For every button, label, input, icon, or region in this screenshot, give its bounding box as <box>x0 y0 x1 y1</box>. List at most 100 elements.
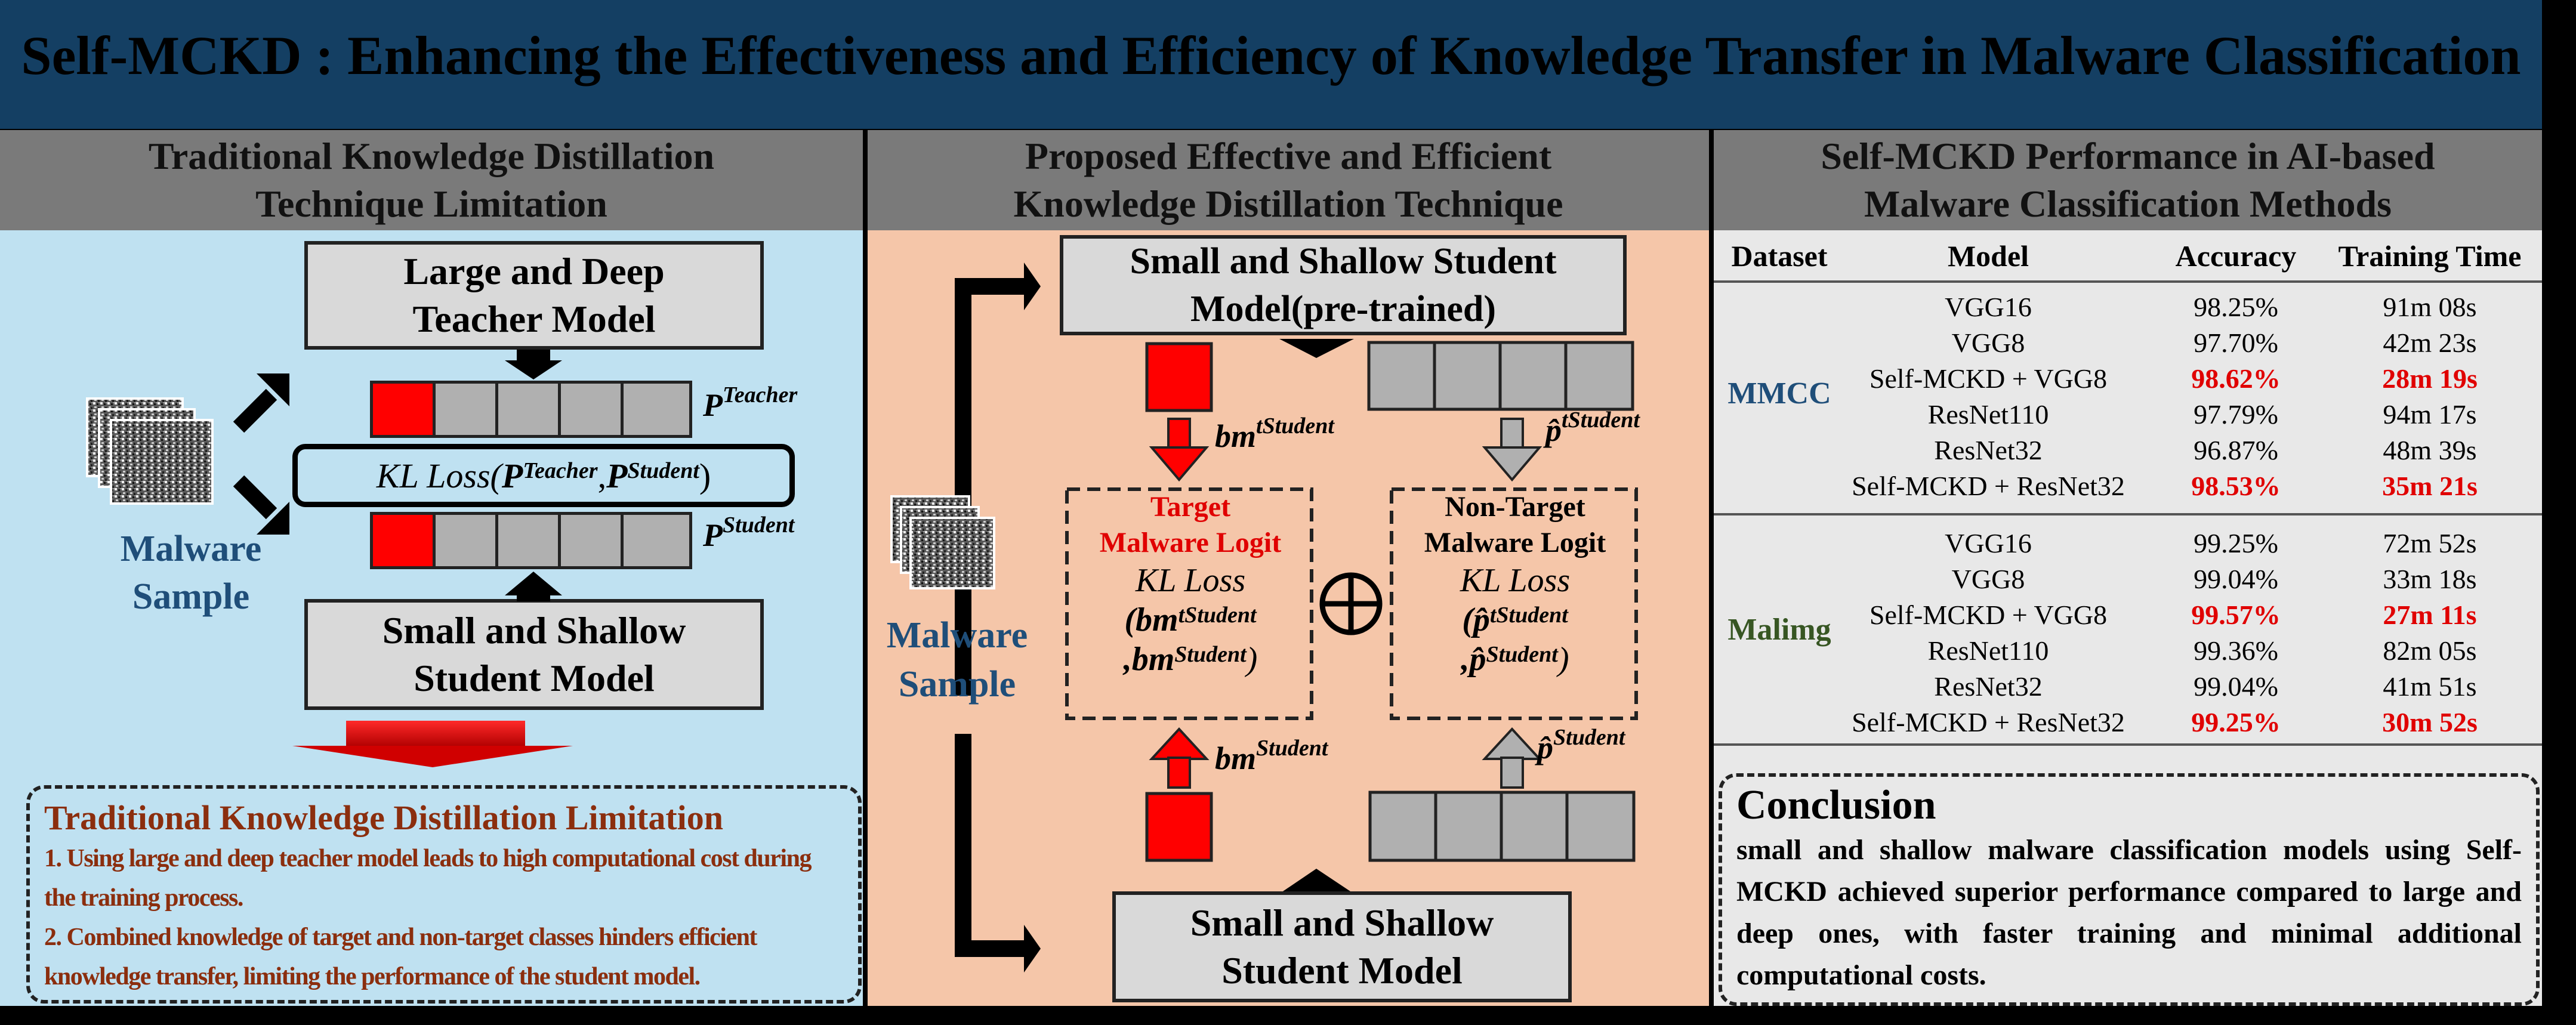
p-tstudent-label: p̂tStudent <box>1545 407 1640 448</box>
table-cell-accuracy: 99.57% <box>2191 600 2281 630</box>
arrow-icon <box>505 572 562 601</box>
p-student-label: PStudent <box>703 512 795 553</box>
limitation-title: Traditional Knowledge Distillation Limit… <box>44 798 724 837</box>
student-model-box-middle: Small and Shallow Student Model <box>1112 891 1572 1002</box>
dataset-name: MMCC <box>1727 376 1831 410</box>
nontarget-kl: KL Loss <box>1460 562 1571 599</box>
arrow-icon <box>955 734 1041 972</box>
table-cell-accuracy: 97.70% <box>2194 328 2278 358</box>
pretrained-line2: Model(pre-trained) <box>1190 289 1496 329</box>
nontarget-arg2: ,p̂Student) <box>1461 641 1569 678</box>
table-cell-accuracy: 98.62% <box>2191 363 2281 394</box>
left-panel-graphics <box>86 350 573 767</box>
nontarget-arg1: (p̂tStudent <box>1462 601 1568 638</box>
limitation-item-2: 2. Combined knowledge of target and non-… <box>44 924 757 990</box>
col-accuracy: Accuracy <box>2175 239 2297 273</box>
table-cell-model: ResNet110 <box>1927 635 2049 666</box>
arrow-icon <box>292 721 573 767</box>
middle-header: Proposed Effective and Efficient Knowled… <box>868 130 1709 230</box>
student-mid-line1: Small and Shallow <box>1190 901 1494 944</box>
table-cell-model: Self-MCKD + ResNet32 <box>1852 471 2125 501</box>
arrow-icon <box>1149 418 1210 482</box>
teacher-line1: Large and Deep <box>403 250 665 292</box>
arrow-icon <box>1482 418 1542 482</box>
malware-image-icon <box>86 397 214 505</box>
p-student-label-middle: p̂Student <box>1537 725 1625 765</box>
table-cell-model: ResNet32 <box>1934 435 2043 465</box>
middle-header-line1: Proposed Effective and Efficient <box>1025 135 1552 177</box>
table-cell-model: Self-MCKD + ResNet32 <box>1852 707 2125 737</box>
p-teacher-label: PTeacher <box>703 382 798 423</box>
table-cell-accuracy: 99.25% <box>2194 528 2278 558</box>
bm-tstudent-label: bmtStudent <box>1215 413 1334 454</box>
conclusion-box: Conclusion small and shallow malware cla… <box>1719 773 2540 1006</box>
arrow-icon <box>955 263 1041 696</box>
target-kl: KL Loss <box>1135 562 1246 599</box>
table-cell-time: 33m 18s <box>2383 564 2477 594</box>
student-mid-line2: Student Model <box>1221 949 1463 992</box>
malware-image-icon <box>890 495 995 589</box>
target-logit-box: Target Malware Logit KL Loss (bmtStudent… <box>1069 489 1312 679</box>
pretrained-student-box: Small and Shallow Student Model(pre-trai… <box>1060 235 1627 335</box>
table-cell-time: 41m 51s <box>2383 671 2477 702</box>
student-left-line1: Small and Shallow <box>382 609 686 652</box>
plus-circle-icon <box>1319 572 1383 635</box>
target-arg1: (bmtStudent <box>1124 601 1257 638</box>
teacher-model-box: Large and Deep Teacher Model <box>304 241 764 350</box>
nontarget-logit-box: Non-Target Malware Logit KL Loss (p̂tStu… <box>1394 489 1636 679</box>
left-header-line1: Traditional Knowledge Distillation <box>148 135 715 177</box>
malware-sample-label-left: Malware Sample <box>120 529 262 617</box>
limitation-box: Traditional Knowledge Distillation Limit… <box>26 785 862 1004</box>
table-cell-model: ResNet110 <box>1927 399 2049 430</box>
middle-header-line2: Knowledge Distillation Technique <box>1013 183 1563 225</box>
table-cell-time: 48m 39s <box>2383 435 2477 465</box>
dataset-name: Malimg <box>1727 613 1831 647</box>
arrow-icon <box>1279 339 1354 358</box>
table-cell-time: 91m 08s <box>2383 292 2477 322</box>
nontarget-line1: Non-Target <box>1445 491 1585 523</box>
right-header-line2: Malware Classification Methods <box>1864 183 2392 225</box>
table-cell-model: ResNet32 <box>1934 671 2043 702</box>
table-cell-time: 94m 17s <box>2383 399 2477 430</box>
table-cell-time: 28m 19s <box>2382 363 2478 394</box>
left-header-line2: Technique Limitation <box>255 183 607 225</box>
table-cell-accuracy: 99.36% <box>2194 635 2278 666</box>
right-header: Self-MCKD Performance in AI-based Malwar… <box>1714 130 2542 230</box>
student-left-line2: Student Model <box>414 657 655 699</box>
table-cell-time: 27m 11s <box>2383 600 2477 630</box>
right-panel-bg <box>1714 230 2542 1006</box>
conclusion-text: small and shallow malware classification… <box>1736 834 2522 991</box>
table-cell-model: Self-MCKD + VGG8 <box>1869 363 2108 394</box>
table-cell-accuracy: 96.87% <box>2194 435 2278 465</box>
performance-table: Dataset Model Accuracy Training Time MMC… <box>1714 230 2542 779</box>
table-cell-time: 35m 21s <box>2382 471 2478 501</box>
arrow-icon <box>233 373 289 433</box>
table-cell-accuracy: 97.79% <box>2194 399 2278 430</box>
col-dataset: Dataset <box>1731 239 1828 273</box>
table-cell-time: 82m 05s <box>2383 635 2477 666</box>
arrow-icon <box>233 475 289 535</box>
table-cell-model: VGG16 <box>1945 528 2032 558</box>
table-cell-time: 72m 52s <box>2383 528 2477 558</box>
table-cell-model: Self-MCKD + VGG8 <box>1869 600 2108 630</box>
arrow-icon <box>1482 727 1542 789</box>
table-cell-accuracy: 98.25% <box>2194 292 2278 322</box>
table-cell-model: VGG16 <box>1945 292 2032 322</box>
teacher-line2: Teacher Model <box>412 298 656 340</box>
table-cell-accuracy: 99.25% <box>2191 707 2281 737</box>
col-model: Model <box>1947 239 2029 273</box>
pretrained-line1: Small and Shallow Student <box>1130 241 1557 282</box>
table-cell-accuracy: 99.04% <box>2194 671 2278 702</box>
target-arg2: ,bmStudent) <box>1123 641 1258 678</box>
page-title: Self-MCKD : Enhancing the Effectiveness … <box>21 25 2521 86</box>
table-cell-accuracy: 99.04% <box>2194 564 2278 594</box>
table-cell-time: 42m 23s <box>2383 328 2477 358</box>
table-cell-model: VGG8 <box>1951 564 2025 594</box>
bm-student-label: bmStudent <box>1215 736 1328 776</box>
nontarget-line2: Malware Logit <box>1424 527 1606 558</box>
table-cell-time: 30m 52s <box>2382 707 2478 737</box>
target-line1: Target <box>1150 491 1231 523</box>
conclusion-title: Conclusion <box>1736 782 1936 828</box>
target-line2: Malware Logit <box>1099 527 1282 558</box>
